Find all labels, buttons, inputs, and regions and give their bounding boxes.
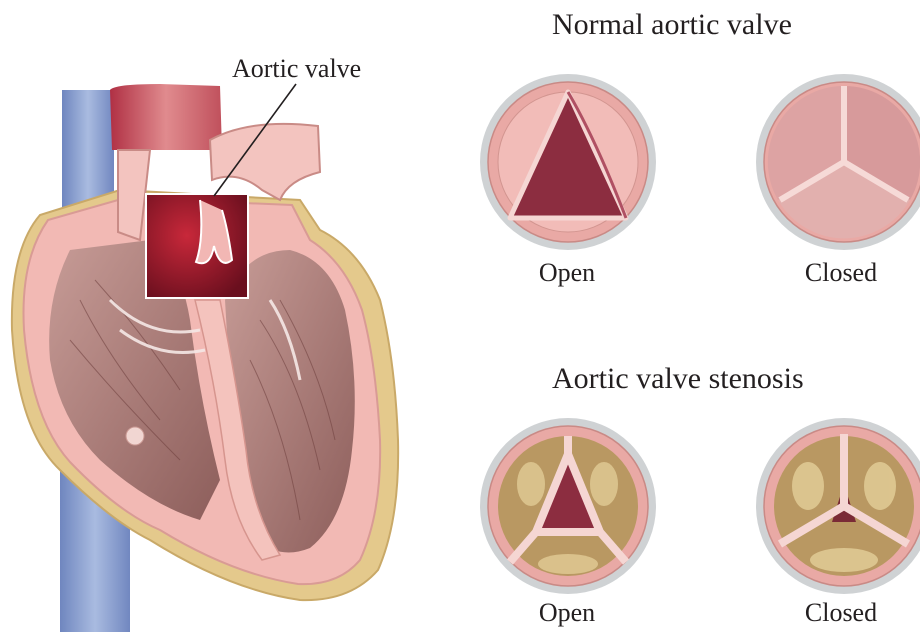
aorta: [110, 84, 222, 150]
normal-valve-title: Normal aortic valve: [552, 8, 792, 42]
heart-illustration: [0, 0, 460, 632]
normal-closed-caption: Closed: [781, 258, 901, 288]
normal-closed-valve: [752, 70, 920, 254]
stenosis-open-valve: [476, 414, 660, 598]
normal-open-caption: Open: [507, 258, 627, 288]
stenosis-closed-valve: [752, 414, 920, 598]
stenosis-closed-caption: Closed: [781, 598, 901, 628]
papillary-muscle: [126, 427, 144, 445]
stenosis-valve-title: Aortic valve stenosis: [552, 362, 804, 396]
aortic-valve-label: Aortic valve: [232, 54, 361, 84]
normal-open-valve: [476, 70, 660, 254]
pulmonary-trunk: [210, 124, 320, 200]
stenosis-open-caption: Open: [507, 598, 627, 628]
aortic-valve-highlight-box: [146, 194, 248, 298]
